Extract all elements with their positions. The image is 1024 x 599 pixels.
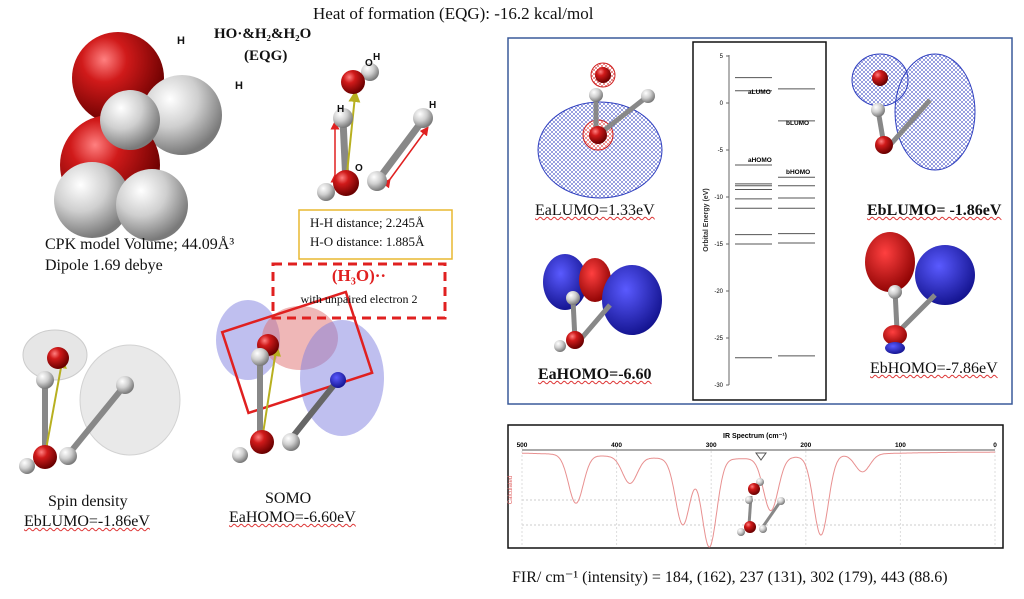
ir-tick-label: 200 — [800, 442, 811, 449]
orbital-tick-label: -25 — [714, 336, 723, 342]
ir-tick-label: 0 — [993, 442, 997, 449]
orbital-tick-label: -5 — [718, 148, 724, 154]
ir-title: IR Spectrum (cm⁻¹) — [723, 433, 787, 440]
hh-distance: H-H distance; 2.245Å — [310, 215, 425, 230]
cpk-dipole: Dipole 1.69 debye — [45, 257, 163, 274]
ealumo-label: EaLUMO=1.33eV — [535, 202, 655, 219]
bhomo-label: bHOMO — [786, 169, 810, 176]
distance-box — [298, 209, 453, 260]
alumo-label: aLUMO — [748, 89, 771, 96]
orbital-energy-diagram: 50-5-10-15-20-25-30 Orbital Energy (eV) … — [692, 41, 827, 401]
cpk-atom-label: H — [235, 80, 243, 92]
ir-tick-label: 300 — [706, 442, 717, 449]
atom-label: O — [355, 163, 363, 174]
radical-formula: (H₃O)·· — [331, 266, 387, 285]
eblumo-orbital — [851, 53, 976, 171]
somo-model — [216, 290, 384, 463]
atom-label: H — [373, 52, 381, 63]
atom-label: O — [365, 58, 373, 69]
spin-density-model — [19, 329, 181, 474]
orbital-panel-border — [507, 37, 1013, 405]
cpk-volume: CPK model Volume; 44.09Å³ — [45, 236, 235, 253]
orbital-tick-label: -15 — [714, 242, 723, 248]
orbital-tick-label: -20 — [714, 289, 723, 295]
spin-value: EbLUMO=-1.86eV — [24, 513, 150, 530]
orbital-tick-label: 0 — [720, 101, 724, 107]
ebhomo-label: EbHOMO=-7.86eV — [870, 360, 998, 377]
ebhomo-orbital — [865, 232, 975, 354]
ir-curve — [522, 451, 995, 548]
ir-y-label: Calculated — [508, 476, 514, 504]
ir-spectrum: IR Spectrum (cm⁻¹) Calculated 500 400 300 2… — [507, 424, 1004, 549]
cpk-model — [54, 32, 222, 241]
radical-box — [271, 262, 447, 320]
ho-distance: H-O distance: 1.885Å — [310, 234, 425, 249]
system-method: (EQG) — [244, 48, 288, 64]
page-title: Heat of formation (EQG): -16.2 kcal/mol — [313, 4, 594, 23]
radical-note: with unpaired electron 2 — [300, 292, 418, 306]
ealumo-orbital — [537, 62, 663, 199]
ahomo-label: aHOMO — [748, 157, 772, 164]
eahomo-label: EaHOMO=-6.60 — [538, 366, 652, 383]
fir-text: FIR/ cm⁻¹ (intensity) = 184, (162), 237 … — [512, 569, 948, 586]
ir-tick-label: 100 — [895, 442, 906, 449]
ir-cursor-marker[interactable] — [755, 452, 767, 461]
orbital-tick-label: -30 — [714, 383, 723, 389]
eblumo-label: EbLUMO= -1.86eV — [867, 202, 1002, 219]
cpk-atom-label: H — [177, 35, 185, 47]
ir-tick-label: 500 — [517, 442, 528, 449]
ball-stick-model — [317, 63, 433, 201]
spin-label: Spin density — [48, 493, 128, 510]
orbital-tick-label: 5 — [720, 54, 724, 60]
somo-label: SOMO — [265, 490, 312, 507]
orbital-y-label: Orbital Energy (eV) — [703, 188, 710, 251]
somo-value: EaHOMO=-6.60eV — [229, 509, 356, 526]
eahomo-orbital — [543, 254, 662, 352]
ir-tick-label: 400 — [611, 442, 622, 449]
orbital-tick-label: -10 — [714, 195, 723, 201]
blumo-label: bLUMO — [786, 120, 809, 127]
atom-label: H — [337, 104, 345, 115]
atom-label: H — [429, 100, 437, 111]
system-name: HO·&H₂&H₂O — [214, 26, 312, 42]
